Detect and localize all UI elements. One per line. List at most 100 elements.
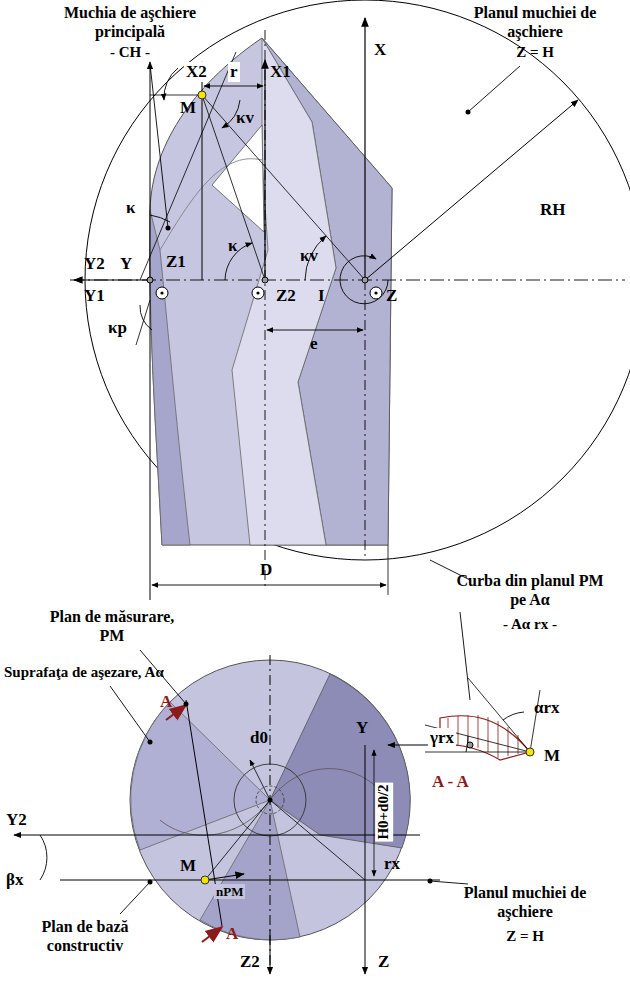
section-letter: A: [226, 924, 238, 944]
curve-symbol: - Aα rx -: [503, 616, 557, 634]
callout-title: Curba din planul PM pe Aα: [455, 572, 605, 610]
path-shape: [212, 125, 264, 232]
points-top: [147, 91, 471, 299]
circle-shape: [466, 110, 471, 115]
line-shape: [430, 881, 468, 884]
line-shape: [14, 835, 420, 836]
line-shape: [270, 930, 271, 974]
axis-label: Z: [378, 952, 389, 972]
points-bottom: [148, 702, 474, 885]
line-shape: [388, 545, 389, 595]
section-letter: A: [160, 692, 172, 712]
callout-title: Muchia de aşchiere principală: [35, 4, 225, 42]
axis-label: X: [374, 40, 386, 60]
axes-top: [70, 18, 625, 600]
line-shape: [478, 715, 479, 748]
axis-label: Y1: [84, 286, 105, 306]
circle-shape: [526, 748, 534, 756]
circle-shape: [148, 740, 153, 745]
line-shape: [140, 52, 236, 280]
origin-label: Z1: [166, 252, 186, 272]
angle-label: κ: [126, 198, 135, 218]
circle-shape: [252, 287, 264, 299]
line-shape: [202, 927, 222, 942]
point-label: I: [318, 286, 325, 306]
diameter-label: d0: [250, 728, 268, 748]
path-shape: [164, 68, 178, 100]
circle-shape: [374, 291, 377, 294]
dimension-label: e: [310, 334, 318, 354]
circle-shape: [428, 879, 433, 884]
axis-label: X1: [270, 62, 291, 82]
axis-label: Y: [120, 254, 132, 274]
line-shape: [468, 66, 520, 112]
line-shape: [267, 330, 363, 331]
angle-label: κv: [300, 246, 318, 266]
circle-shape: [156, 287, 168, 299]
path-shape: [340, 256, 388, 304]
line-shape: [150, 64, 168, 228]
angle-label: αrx: [534, 698, 560, 718]
circle-shape: [147, 277, 153, 283]
line-shape: [468, 678, 530, 752]
circle-shape: [148, 880, 153, 885]
line-shape: [250, 760, 270, 800]
section-arrows: [166, 705, 222, 942]
circle-shape: [201, 876, 209, 884]
path-shape: [232, 38, 336, 545]
line-shape: [205, 800, 270, 880]
line-shape: [60, 880, 440, 881]
axis-label: Y2: [6, 810, 27, 830]
point-label: M: [180, 98, 196, 118]
line-shape: [202, 95, 265, 280]
circle-shape: [370, 287, 382, 299]
line-shape: [152, 585, 386, 586]
section-a-a: [425, 678, 540, 760]
angle-label: κv: [236, 108, 254, 128]
line-shape: [264, 60, 265, 280]
line-shape: [120, 882, 150, 914]
circle-shape: [256, 291, 259, 294]
axis-label: Z2: [240, 952, 260, 972]
callout-title: Planul muchiei de aşchiere: [455, 4, 615, 42]
path-shape: [270, 769, 380, 800]
angle-label: βx: [6, 870, 23, 890]
callout-title: Plan de măsurare, PM: [47, 608, 177, 646]
edge-symbol: - CH -: [110, 44, 150, 62]
circle-shape: [166, 226, 171, 231]
line-shape: [364, 18, 365, 280]
g-shape: [448, 715, 518, 758]
line-shape: [150, 62, 151, 600]
axis-label: Y: [356, 718, 368, 738]
line-shape: [488, 717, 489, 752]
radius-label: RH: [540, 200, 566, 220]
section-title: A - A: [432, 772, 469, 792]
line-shape: [74, 279, 150, 280]
line-shape: [365, 280, 366, 560]
line-shape: [365, 745, 366, 974]
line-shape: [498, 721, 499, 758]
line-shape: [202, 95, 365, 280]
normal-label: nPM: [214, 884, 245, 899]
line-shape: [458, 716, 459, 745]
dimension-label: D: [260, 560, 272, 580]
point-label: M: [544, 746, 560, 766]
circle-shape: [160, 291, 163, 294]
path-shape: [160, 159, 262, 250]
line-shape: [204, 86, 263, 87]
equation-label: Z = H: [506, 928, 544, 946]
angle-label: γrx: [428, 728, 456, 748]
callout-title: Planul muchiei de aşchiere: [460, 884, 590, 922]
callout-title: Plan de bază constructiv: [25, 918, 145, 956]
line-shape: [205, 874, 244, 880]
line-shape: [425, 752, 530, 753]
path-shape: [131, 702, 270, 850]
circle-shape: [467, 742, 473, 748]
point-label: M: [180, 856, 196, 876]
radius-label: rx: [384, 854, 400, 874]
angle-label: κ: [228, 236, 237, 256]
circle-shape: [184, 702, 189, 707]
dimension-label: r: [228, 62, 240, 82]
angle-label: κp: [108, 318, 127, 338]
path-shape: [150, 38, 392, 545]
